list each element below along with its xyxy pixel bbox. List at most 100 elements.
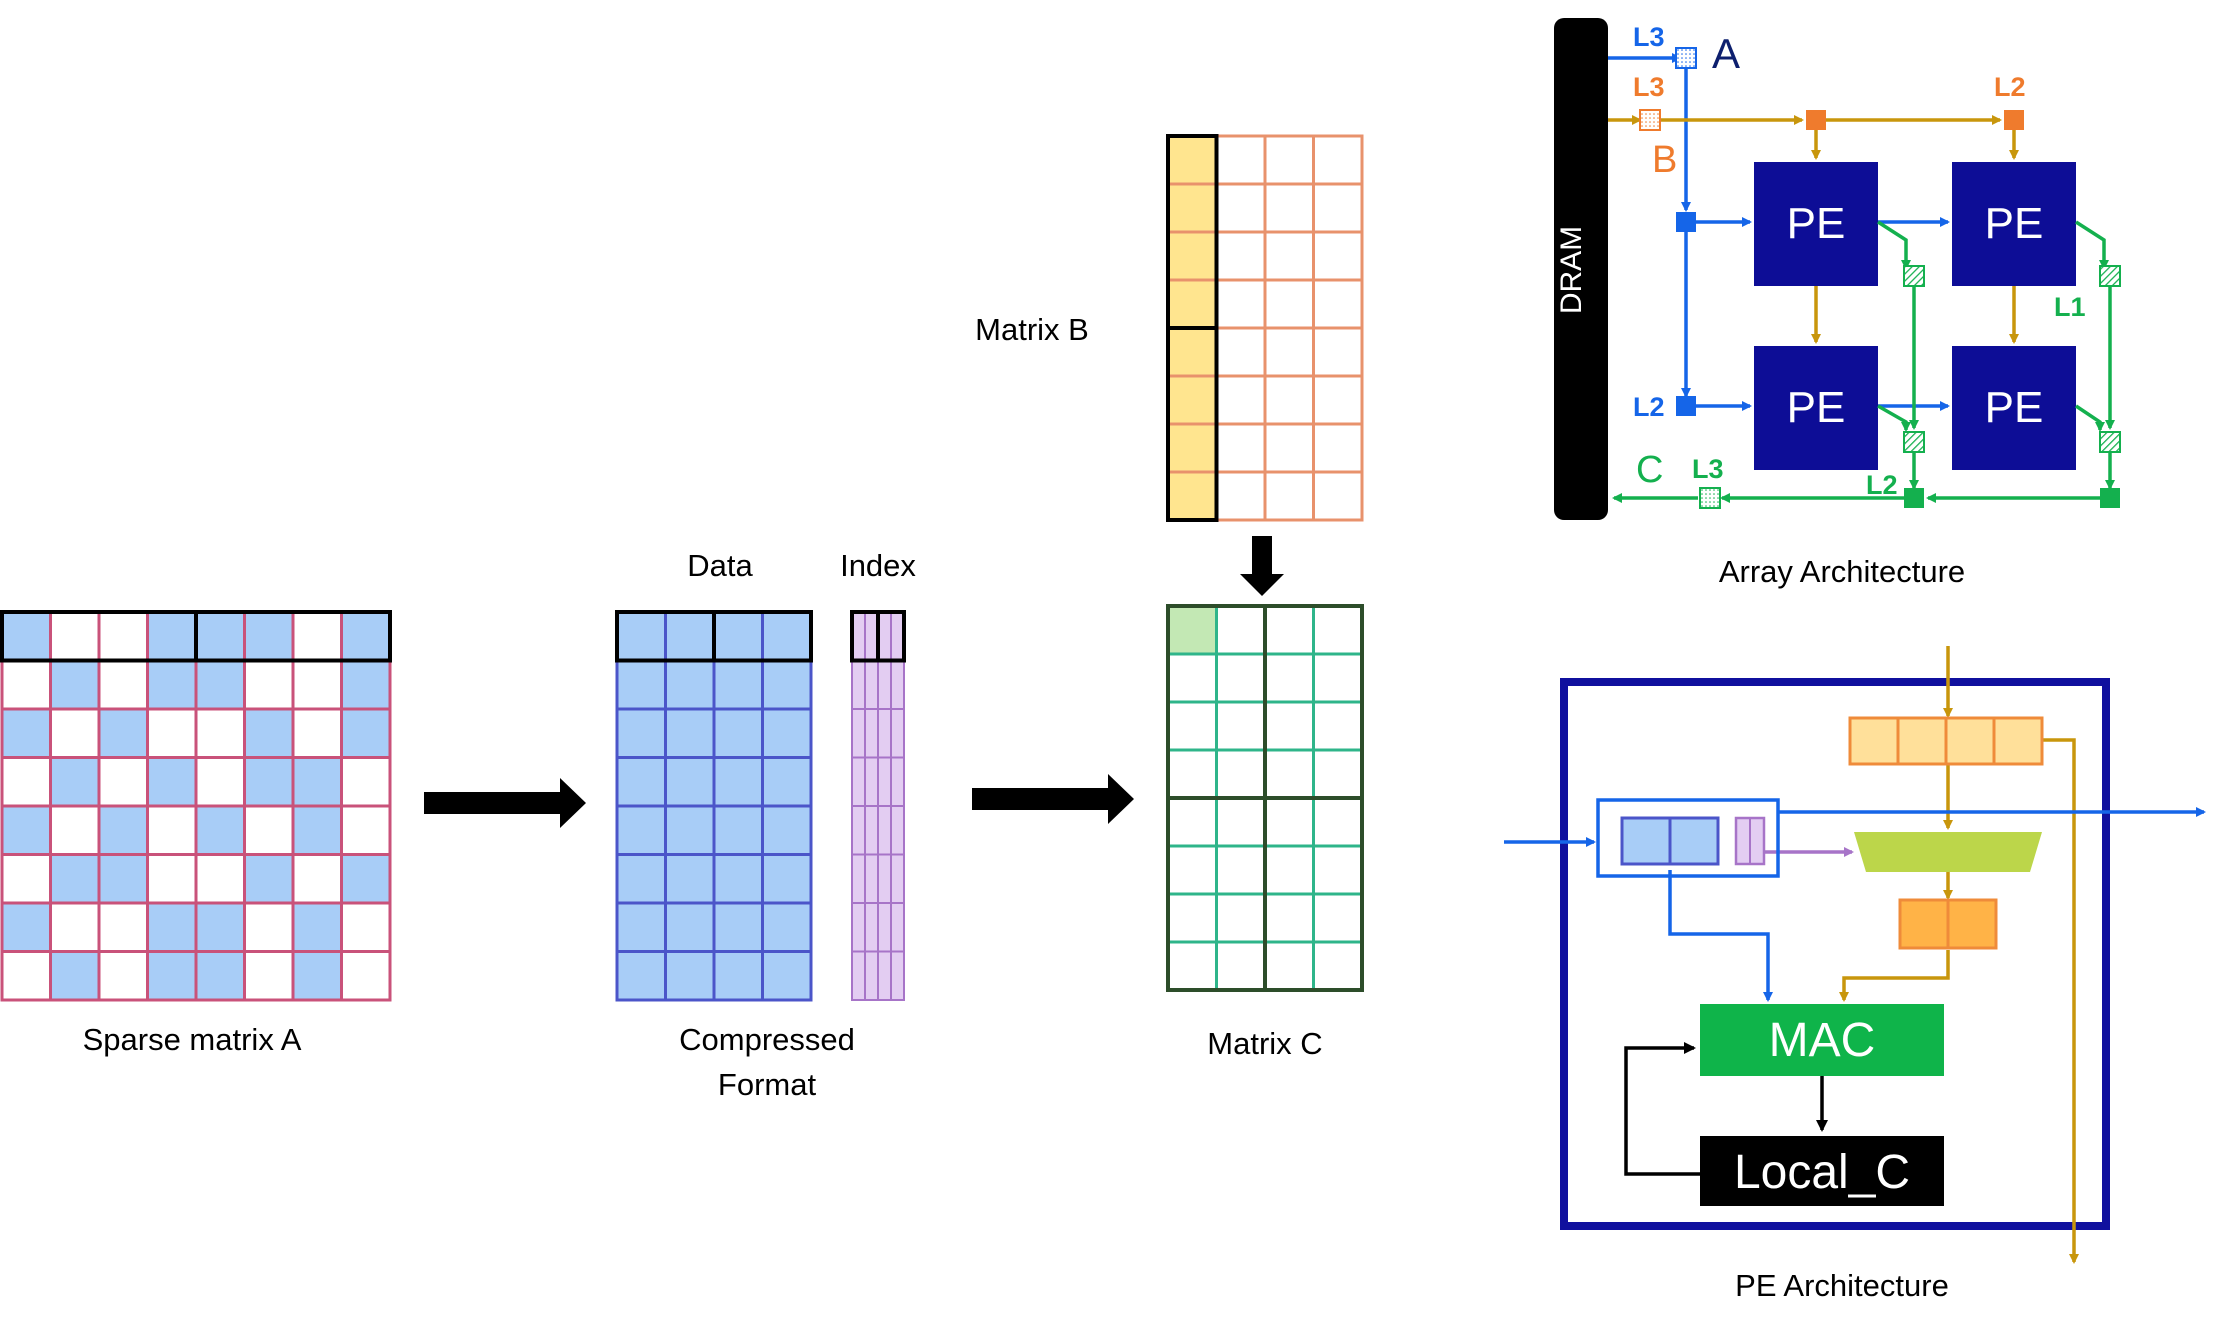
matrix-c-cell	[1215, 844, 1267, 896]
arrow-to-compressed	[424, 778, 586, 828]
pe-architecture: MAC Local_C	[1504, 646, 2206, 1264]
matrix-b-cell	[1263, 470, 1315, 522]
sparse-cell	[146, 610, 198, 662]
matrix-c-cell	[1166, 604, 1218, 656]
sparse-cell	[97, 756, 149, 808]
index-cell	[890, 756, 905, 807]
index-cell	[877, 805, 892, 856]
compressed-cell	[712, 756, 764, 808]
matrix-c-cell	[1166, 796, 1218, 848]
index-cell	[877, 756, 892, 807]
sparse-cell	[49, 659, 101, 711]
compressed-cell	[615, 659, 667, 711]
buffer-a	[1596, 798, 1780, 878]
signal-a-lines	[1608, 53, 1950, 411]
matrix-c-cell	[1215, 700, 1267, 752]
matrix-b-label: Matrix B	[975, 312, 1089, 347]
arrow-to-matrix-c	[972, 774, 1134, 824]
sparse-cell	[97, 804, 149, 856]
compressed-cell	[664, 610, 716, 662]
matrix-b-cell	[1215, 230, 1267, 282]
dram-block	[1554, 18, 1608, 520]
index-cell	[877, 659, 892, 710]
matrix-b-cell	[1166, 134, 1218, 186]
index-cell	[851, 950, 866, 1001]
sparse-cell	[340, 901, 392, 953]
matrix-b-cell	[1166, 374, 1218, 426]
sparse-cell	[194, 756, 246, 808]
l1-label: L1	[2054, 292, 2086, 322]
matrix-c-cell	[1166, 940, 1218, 992]
l2-c-label: L2	[1866, 470, 1898, 500]
matrix-b	[1166, 134, 1364, 522]
matrix-b-cell	[1312, 374, 1364, 426]
index-cell	[877, 950, 892, 1001]
compressed-label-line1: Compressed	[679, 1022, 855, 1057]
matrix-b-cell	[1263, 134, 1315, 186]
signal-b-lines	[1608, 115, 2019, 344]
sparse-matrix-label: Sparse matrix A	[83, 1022, 302, 1057]
c-node-2	[2100, 488, 2120, 508]
sparse-cell	[0, 901, 52, 953]
compressed-cell	[664, 707, 716, 759]
index-cell	[851, 708, 866, 759]
matrix-c-cell	[1166, 748, 1218, 800]
array-architecture: DRAM PE PE PE PE	[1554, 18, 2121, 520]
compressed-cell	[761, 804, 813, 856]
index-cell	[890, 659, 905, 710]
local-c-block	[1700, 1136, 1944, 1206]
matrix-b-cell	[1166, 230, 1218, 282]
sparse-cell	[340, 707, 392, 759]
l1-node-1	[1903, 265, 1925, 287]
index-cell	[877, 902, 892, 953]
arrow-b-to-c	[1240, 536, 1284, 596]
compressed-cell	[664, 659, 716, 711]
compressed-cell	[712, 610, 764, 662]
compressed-index-matrix	[850, 610, 906, 1001]
compressed-cell	[664, 853, 716, 905]
matrix-b-cell	[1263, 278, 1315, 330]
pe-label-4: PE	[1985, 383, 2044, 432]
sparse-cell	[291, 901, 343, 953]
sparse-cell	[194, 950, 246, 1002]
matrix-b-cell	[1312, 470, 1364, 522]
buffer-b	[1848, 716, 2044, 766]
sparse-cell	[291, 756, 343, 808]
matrix-b-cell	[1312, 182, 1364, 234]
matrix-c-cell	[1312, 844, 1364, 896]
matrix-c-cell	[1312, 748, 1364, 800]
compressed-data-matrix	[615, 610, 813, 1002]
sparse-cell	[243, 853, 295, 905]
matrix-b-cell	[1312, 422, 1364, 474]
sparse-cell	[291, 610, 343, 662]
pe-block-4	[1952, 346, 2076, 470]
matrix-c-cell	[1312, 892, 1364, 944]
matrix-b-cell	[1166, 422, 1218, 474]
matrix-c-cell	[1166, 700, 1218, 752]
compressed-cell	[712, 659, 764, 711]
sparse-cell	[97, 853, 149, 905]
output-buffer	[1898, 898, 1998, 950]
sparse-cell	[291, 950, 343, 1002]
pe-outer-box	[1560, 678, 2110, 1230]
index-cell	[864, 756, 879, 807]
matrix-b-cell	[1166, 470, 1218, 522]
data-label: Data	[687, 548, 753, 583]
matrix-b-cell	[1312, 326, 1364, 378]
index-cell	[851, 805, 866, 856]
compressed-cell	[761, 659, 813, 711]
sparse-cell	[243, 901, 295, 953]
sparse-cell	[291, 804, 343, 856]
matrix-c-cell	[1215, 892, 1267, 944]
index-cell	[864, 659, 879, 710]
sparse-cell	[97, 901, 149, 953]
pe-label-1: PE	[1787, 199, 1846, 248]
index-cell	[890, 708, 905, 759]
l1-node-4	[2099, 431, 2121, 453]
matrix-c	[1166, 604, 1364, 992]
l3-c-node	[1699, 487, 1721, 509]
matrix-c-cell	[1312, 604, 1364, 656]
sparse-cell	[243, 659, 295, 711]
matrix-b-cell	[1312, 278, 1364, 330]
l2-b-label: L2	[1994, 72, 2026, 102]
